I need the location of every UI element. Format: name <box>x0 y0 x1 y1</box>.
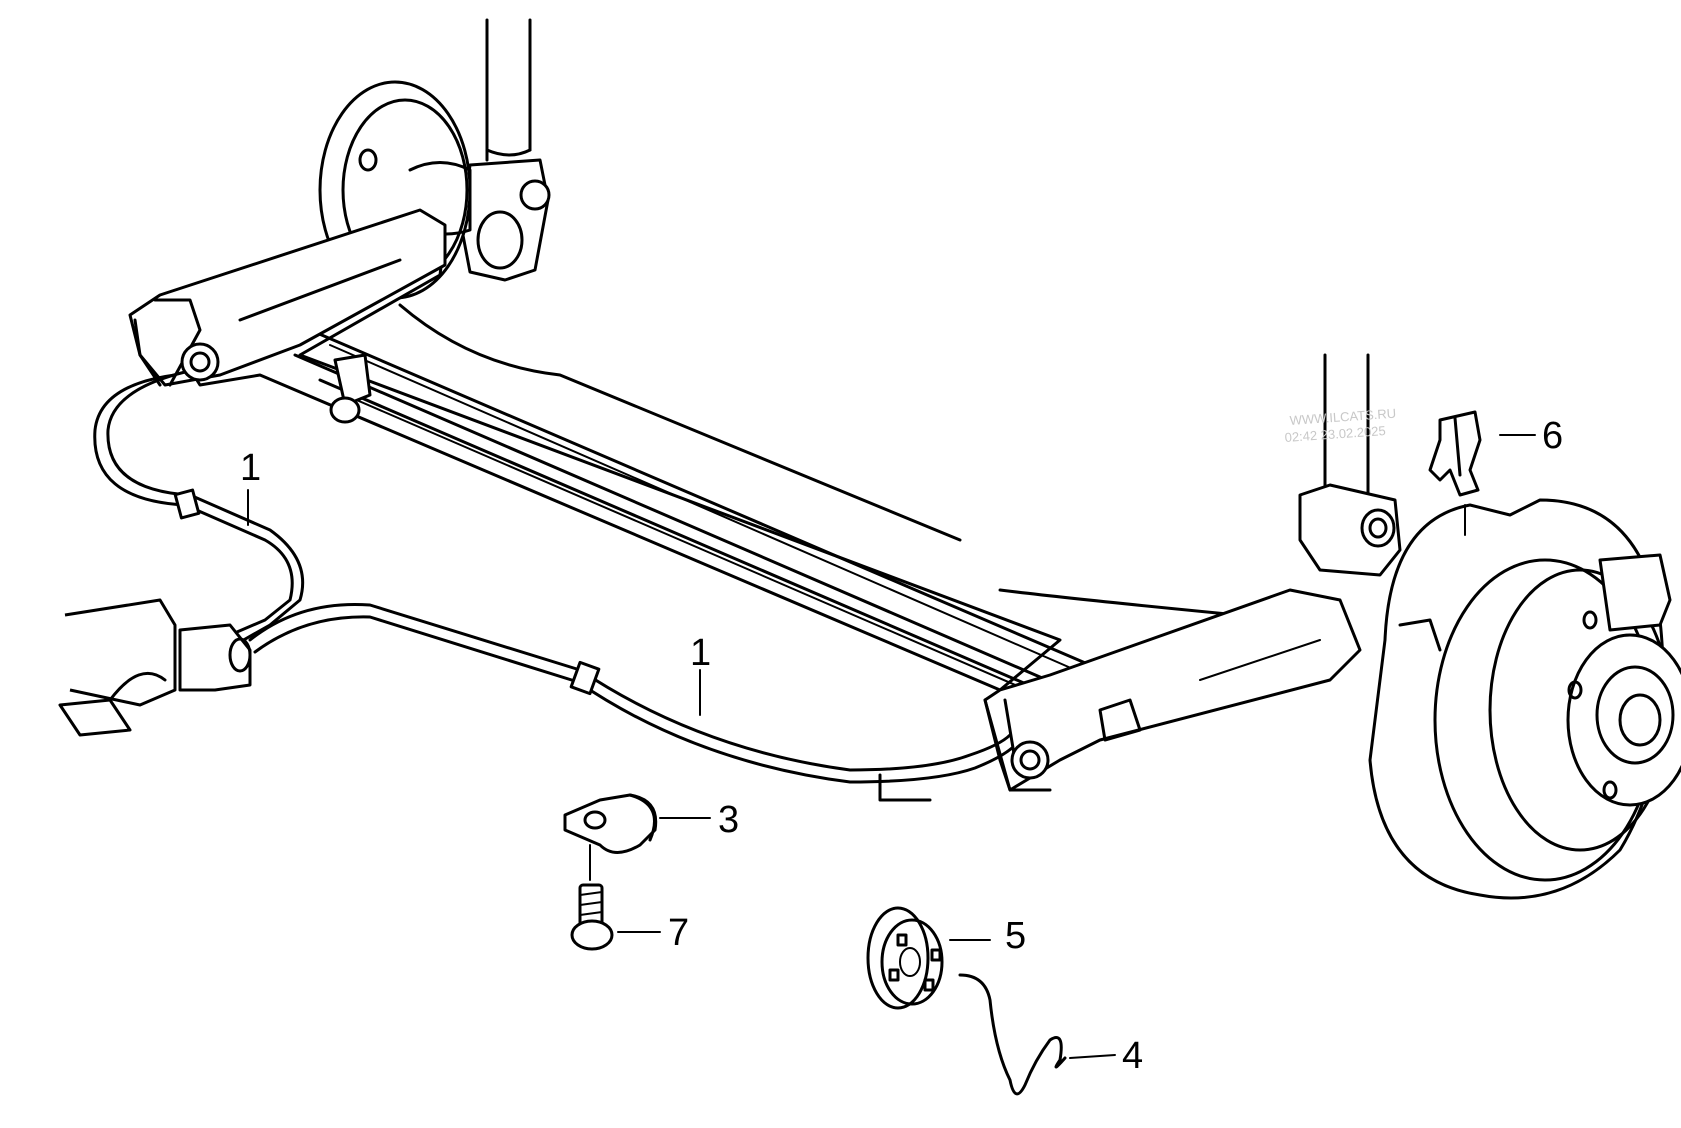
right-trailing-arm <box>983 588 1362 792</box>
callout-1-upper: 1 <box>240 447 261 489</box>
bolt-part <box>570 883 661 951</box>
callout-5: 5 <box>1005 915 1026 957</box>
clip-part <box>1428 410 1536 536</box>
leader-lines <box>247 489 701 716</box>
right-shock-absorber <box>1298 353 1402 577</box>
spring-part <box>958 973 1116 1096</box>
callout-4: 4 <box>1122 1035 1143 1077</box>
watermark-timestamp: 02:42 23.02.2025 <box>1284 423 1386 445</box>
left-trailing-arm <box>128 208 447 387</box>
callout-7: 7 <box>668 912 689 954</box>
callout-3: 3 <box>718 799 739 841</box>
handbrake-cable-left <box>93 370 305 644</box>
watermark-site: WWW.ILCATS.RU <box>1289 406 1396 428</box>
left-shock-absorber <box>460 18 551 282</box>
handbrake-cable-right <box>248 602 1014 802</box>
center-bracket <box>329 353 372 424</box>
right-brake-disc <box>1368 498 1681 900</box>
callout-6: 6 <box>1542 415 1563 457</box>
cap-part <box>866 906 991 1010</box>
clamp-part <box>563 793 711 881</box>
cable-guide-mount <box>58 598 252 737</box>
callout-1-lower: 1 <box>690 632 711 674</box>
